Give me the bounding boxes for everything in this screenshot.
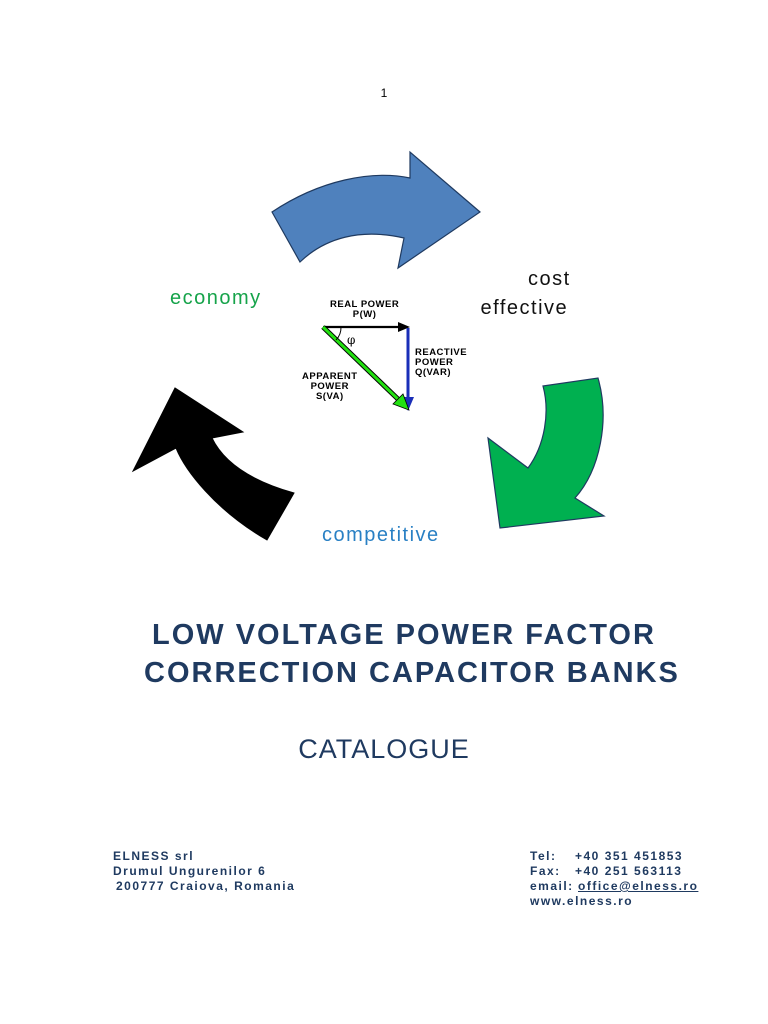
apparent-power-vector-fill: [321, 325, 402, 403]
reactive-power-label-line1: REACTIVE: [415, 347, 468, 358]
apparent-power-label-line2: POWER: [310, 381, 349, 392]
website-value: www.elness.ro: [530, 894, 634, 908]
apparent-power-label-line3: S(VA): [315, 391, 344, 402]
page-number: 1: [380, 86, 388, 100]
website-row: www.elness.ro: [530, 894, 698, 909]
real-power-arrowhead: [398, 322, 410, 332]
black-cycle-arrow: [131, 387, 295, 541]
cost-effective-label: cost effective: [481, 265, 571, 323]
email-link[interactable]: office@elness.ro: [578, 879, 699, 893]
fax-value: +40 251 563113: [575, 864, 683, 878]
phi-symbol: φ: [347, 333, 356, 347]
economy-label: economy: [170, 287, 262, 309]
email-row: email: office@elness.ro: [530, 879, 698, 894]
reactive-power-label-line3: Q(VAR): [415, 367, 452, 378]
apparent-power-label-line1: APPARENT: [302, 371, 358, 382]
email-label: email:: [530, 879, 574, 893]
fax-row: Fax: +40 251 563113: [530, 864, 698, 879]
company-street: Drumul Ungurenilor 6: [113, 864, 267, 878]
reactive-power-label: REACTIVE POWER Q(VAR): [415, 348, 467, 378]
green-cycle-arrow: [487, 377, 606, 529]
tel-row: Tel: +40 351 451853: [530, 849, 698, 864]
competitive-label: competitive: [322, 524, 440, 546]
title-line-2: CORRECTION CAPACITOR BANKS: [144, 657, 680, 689]
reactive-power-label-line2: POWER: [415, 357, 454, 368]
apparent-power-arrowhead: [392, 393, 410, 411]
cost-effective-line2: effective: [480, 297, 569, 319]
real-power-label: REAL POWER P(W): [330, 300, 399, 320]
company-name: ELNESS srl: [113, 849, 195, 863]
tel-label: Tel:: [530, 849, 557, 863]
blue-cycle-arrow: [271, 150, 481, 270]
apparent-power-label: APPARENT POWER S(VA): [302, 372, 358, 402]
company-address: ELNESS srl Drumul Ungurenilor 6 200777 C…: [113, 849, 295, 894]
cycle-diagram: [131, 150, 606, 541]
cost-effective-line1: cost: [528, 268, 571, 290]
phi-angle-arc: [335, 326, 342, 341]
real-power-label-line1: REAL POWER: [330, 299, 400, 310]
fax-label: Fax:: [530, 864, 561, 878]
title-line-1: LOW VOLTAGE POWER FACTOR: [152, 619, 656, 651]
contact-block: Tel: +40 351 451853 Fax: +40 251 563113 …: [530, 849, 698, 909]
subtitle: CATALOGUE: [298, 734, 470, 764]
company-city: 200777 Craiova, Romania: [116, 879, 296, 893]
tel-value: +40 351 451853: [575, 849, 684, 863]
real-power-label-line2: P(W): [352, 309, 377, 320]
